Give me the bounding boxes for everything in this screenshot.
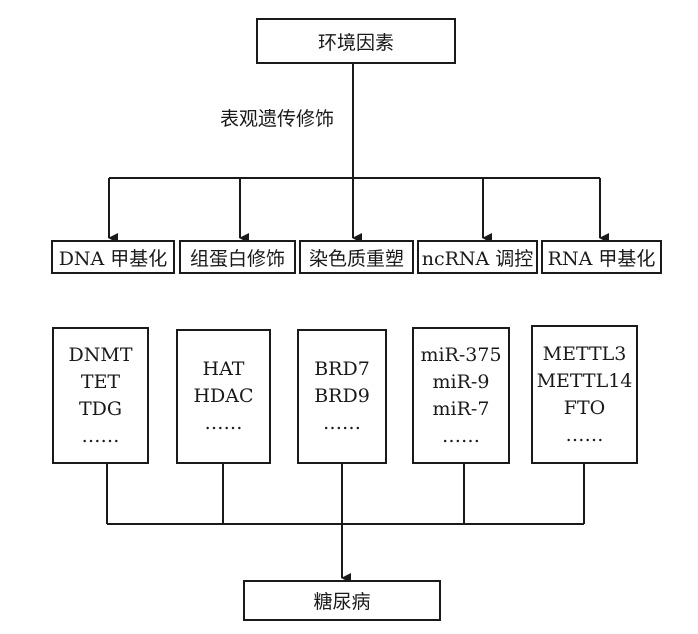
category-label: DNA 甲基化 bbox=[58, 247, 168, 270]
gene-box-chromatin-remodeling: BRD7 BRD9 …… bbox=[297, 329, 387, 464]
gene-item: …… bbox=[442, 424, 480, 447]
gene-box-dna-methylation: DNMT TET TDG …… bbox=[52, 327, 149, 464]
gene-item: …… bbox=[204, 412, 243, 434]
environment-factors-label: 环境因素 bbox=[317, 31, 394, 54]
gene-item: miR-375 bbox=[420, 343, 502, 366]
environment-factors-box: 环境因素 bbox=[256, 18, 456, 64]
gene-item: TET bbox=[80, 370, 121, 393]
gene-item: …… bbox=[565, 423, 604, 446]
category-dna-methylation: DNA 甲基化 bbox=[51, 240, 175, 274]
category-chromatin-remodeling: 染色质重塑 bbox=[299, 240, 414, 274]
gene-box-rna-methylation: METTL3 METTL14 FTO …… bbox=[531, 325, 638, 464]
gene-item: BRD9 bbox=[314, 385, 370, 407]
gene-item: METTL14 bbox=[536, 369, 633, 392]
gene-item: HAT bbox=[202, 358, 245, 380]
category-rna-methylation: RNA 甲基化 bbox=[541, 240, 662, 274]
gene-item: miR-9 bbox=[432, 370, 490, 393]
gene-item: TDG bbox=[78, 397, 123, 420]
gene-item: DNMT bbox=[68, 343, 133, 366]
gene-item: FTO bbox=[563, 396, 606, 419]
gene-item: HDAC bbox=[193, 385, 254, 407]
diabetes-box: 糖尿病 bbox=[243, 580, 441, 621]
category-label: ncRNA 调控 bbox=[421, 247, 534, 270]
gene-item: miR-7 bbox=[432, 397, 490, 420]
category-label: 染色质重塑 bbox=[308, 247, 404, 270]
epigenetic-modification-label: 表观遗传修饰 bbox=[220, 104, 335, 131]
category-ncrna-regulation: ncRNA 调控 bbox=[417, 240, 538, 274]
category-label: 组蛋白修饰 bbox=[189, 247, 285, 270]
gene-item: …… bbox=[81, 424, 120, 447]
gene-box-histone-modification: HAT HDAC …… bbox=[176, 329, 271, 464]
gene-item: …… bbox=[323, 412, 361, 434]
gene-item: BRD7 bbox=[314, 358, 370, 380]
gene-item: METTL3 bbox=[542, 342, 627, 365]
diabetes-label: 糖尿病 bbox=[313, 591, 371, 613]
category-histone-modification: 组蛋白修饰 bbox=[179, 240, 296, 274]
category-label: RNA 甲基化 bbox=[547, 247, 656, 270]
gene-box-ncrna-regulation: miR-375 miR-9 miR-7 …… bbox=[412, 327, 510, 464]
